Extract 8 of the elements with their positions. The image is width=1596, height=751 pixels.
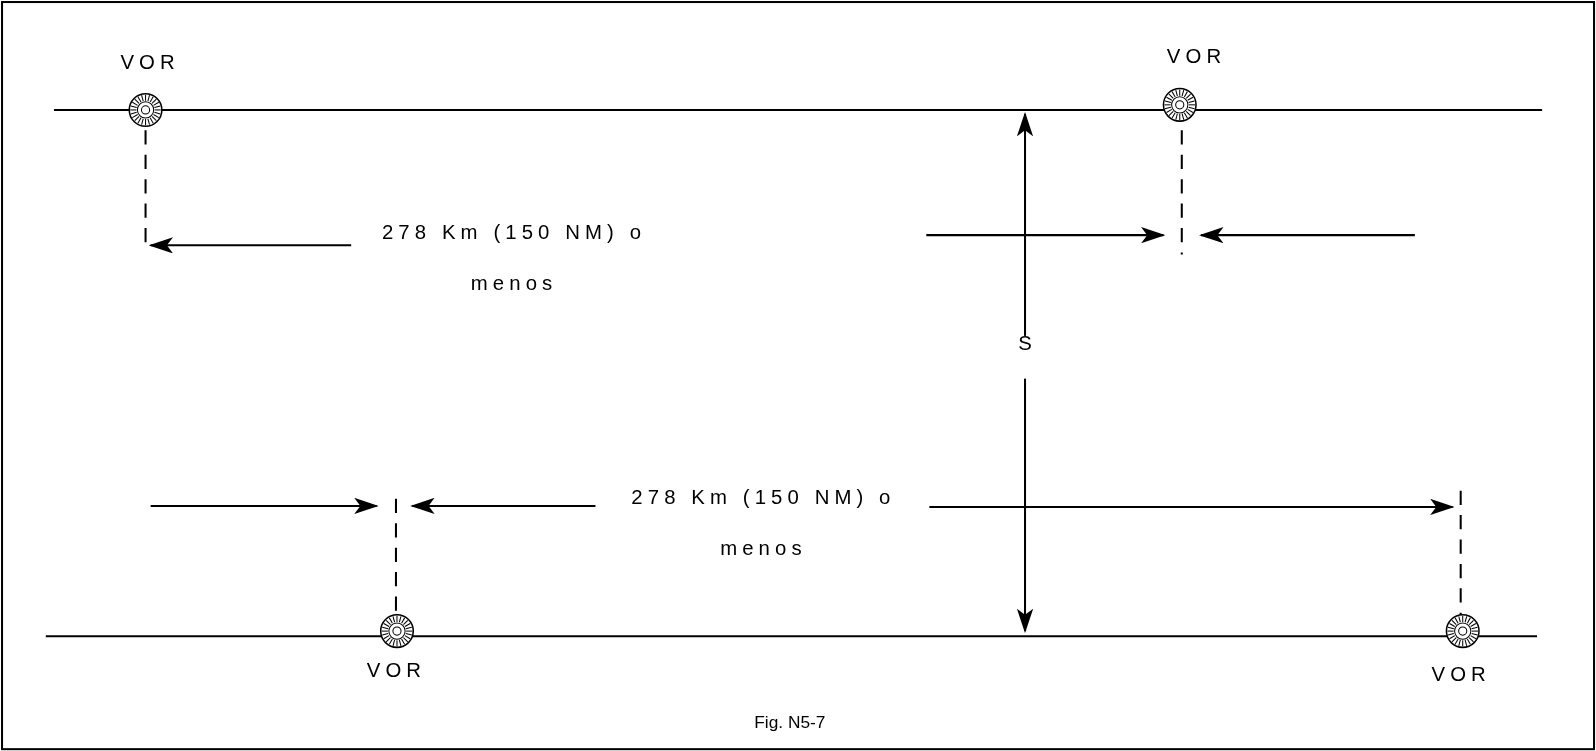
vor-label: VOR	[1165, 43, 1227, 70]
distance-label: 278 Km (150 NM) o menos	[380, 219, 648, 297]
vor-label: VOR	[365, 657, 427, 683]
vor-label: VOR	[119, 49, 180, 76]
figure-caption: Fig. N5-7	[754, 712, 826, 733]
distance-label: 278 Km (150 NM) o menos	[630, 484, 897, 561]
dimension-label: S	[1017, 330, 1037, 357]
vor-label: VOR	[1430, 661, 1491, 688]
